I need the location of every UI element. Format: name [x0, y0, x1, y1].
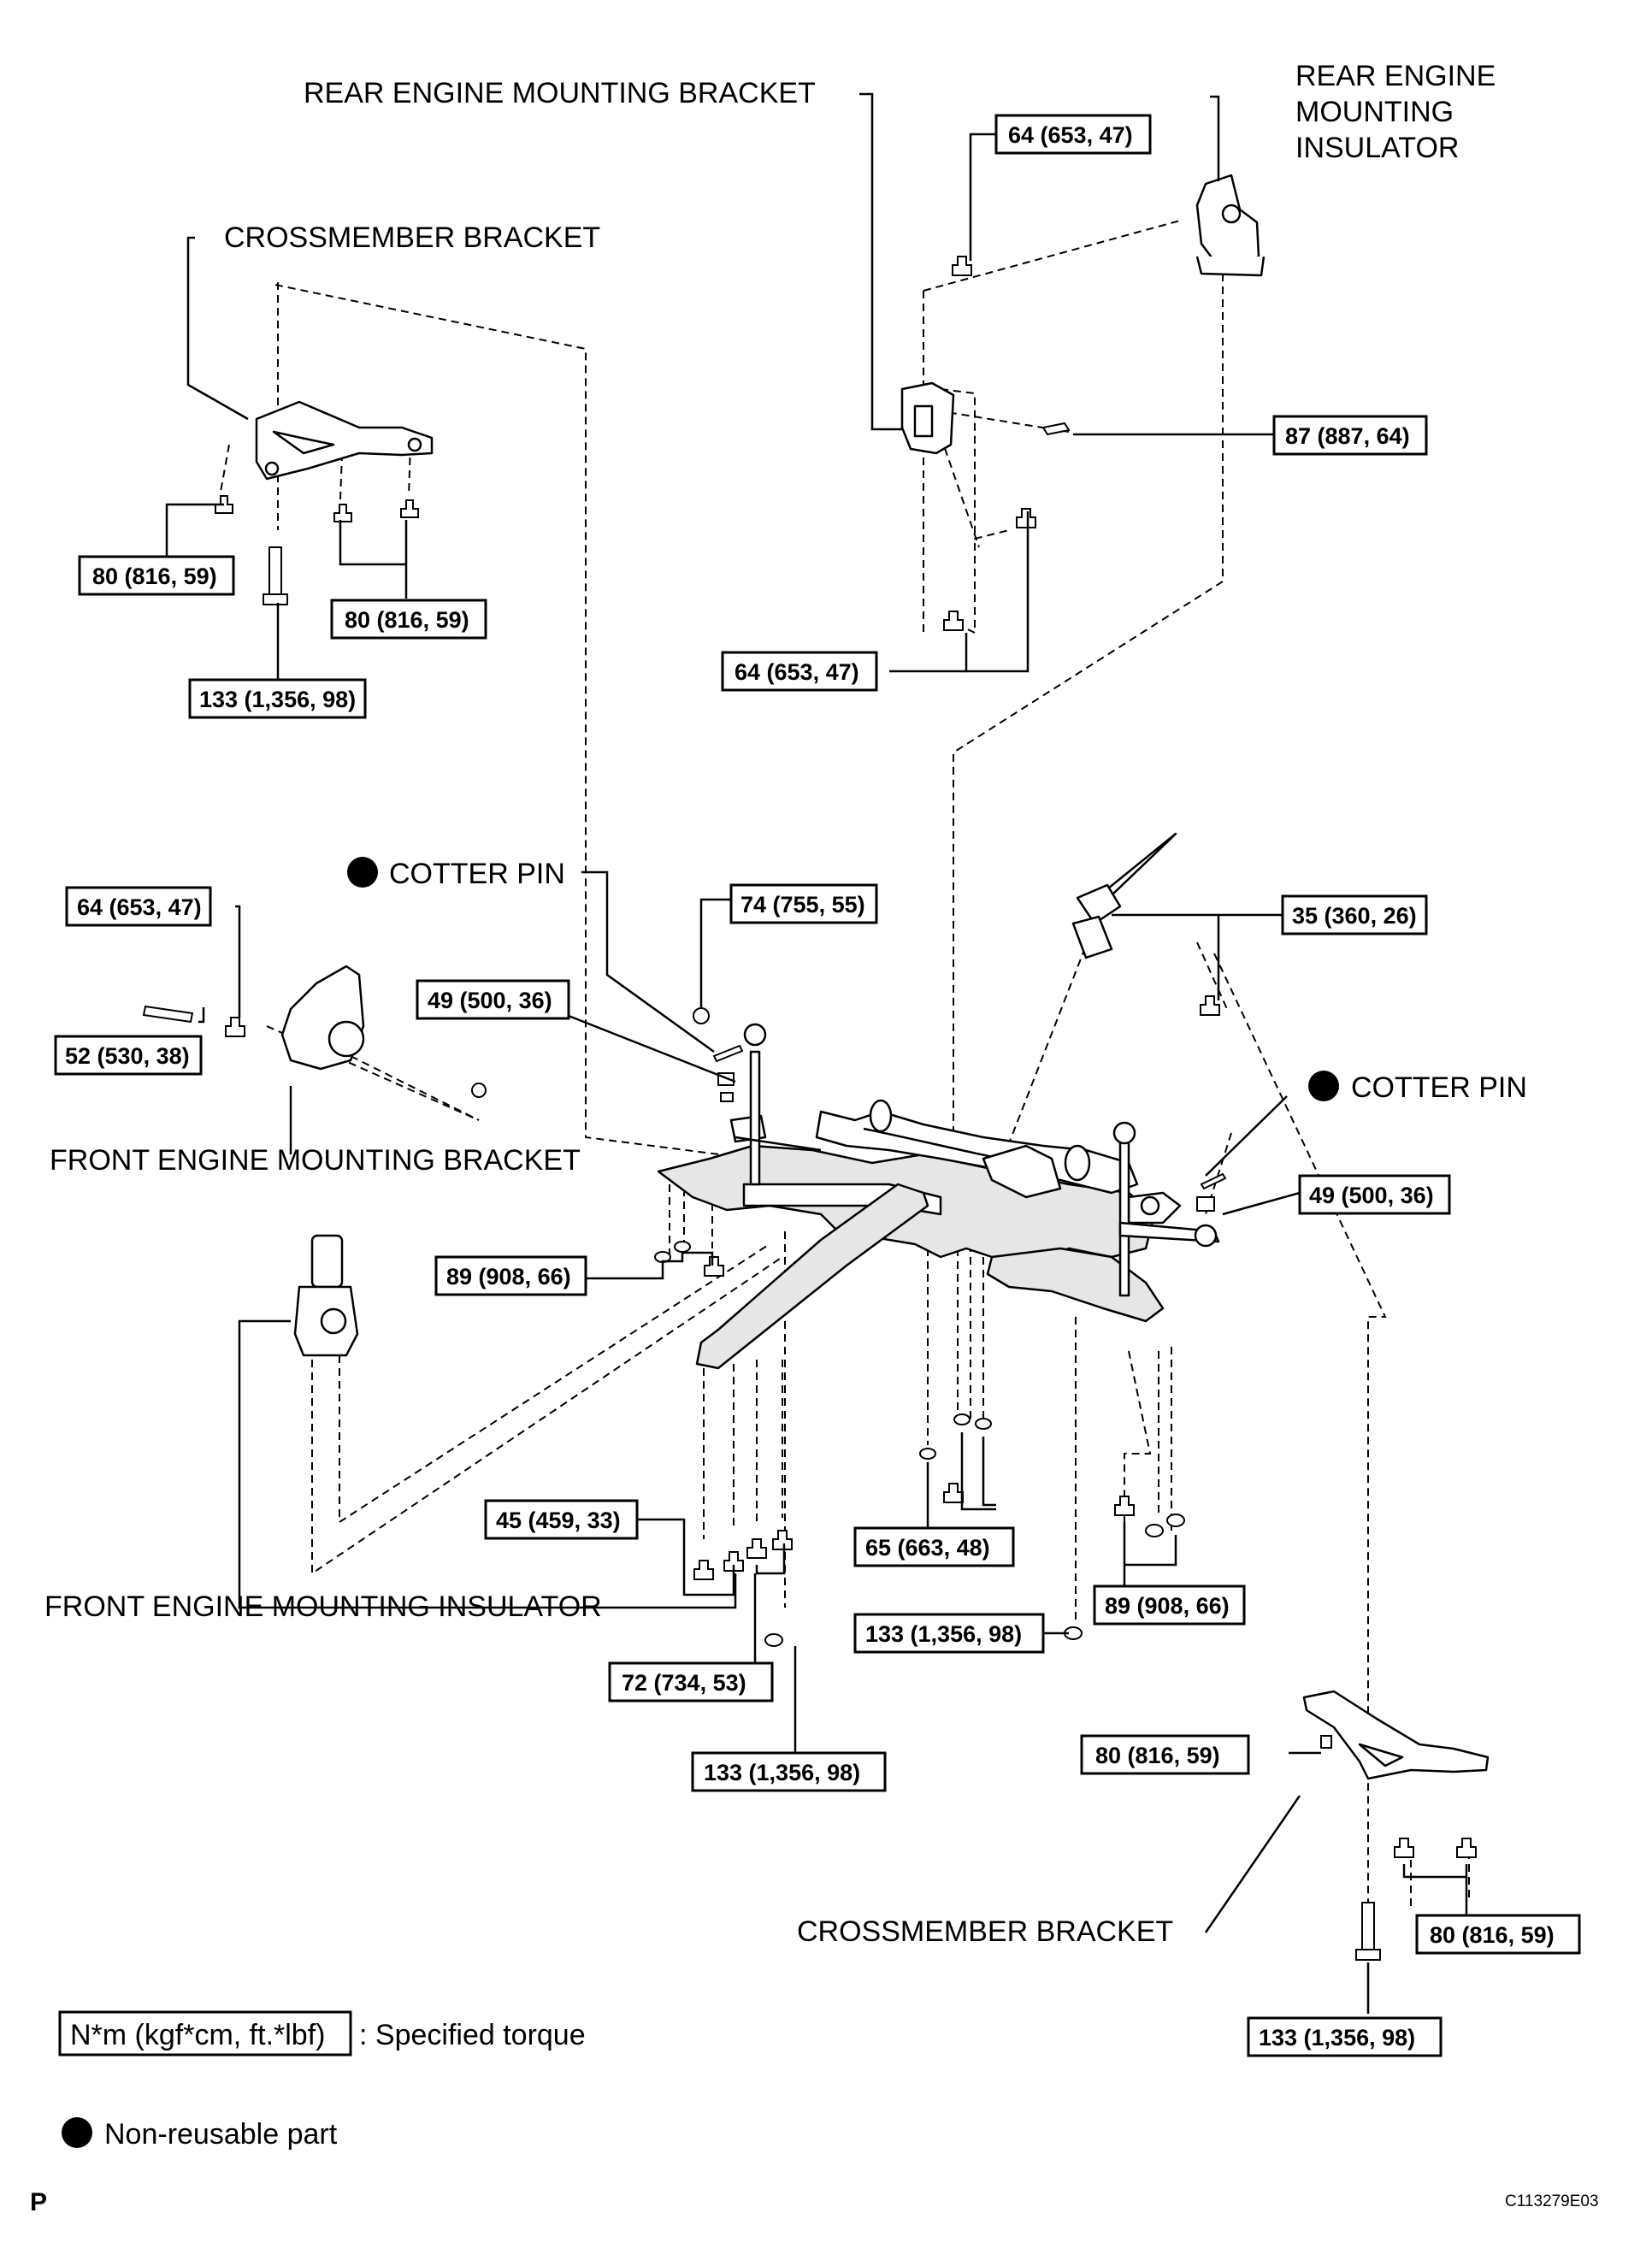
- torque-value: 64 (653, 47): [1008, 122, 1133, 148]
- torque-callout: 64 (653, 47): [994, 114, 1152, 155]
- torque-callout: 87 (887, 64): [1272, 415, 1428, 456]
- torque-value: 133 (1,356, 98): [865, 1621, 1022, 1647]
- torque-value: 45 (459, 33): [496, 1508, 621, 1533]
- front-suspension-crossmember-part: [657, 1023, 1220, 1370]
- torque-value: 80 (816, 59): [345, 607, 469, 633]
- label-cotter-pin-left: COTTER PIN: [389, 858, 565, 890]
- crossmember-bracket-bottom-part: [1302, 1690, 1490, 1961]
- lower-bolt-clusters: [654, 1241, 1185, 1647]
- torque-value: 49 (500, 36): [1309, 1183, 1434, 1208]
- legend-specified-torque: : Specified torque: [359, 2019, 586, 2051]
- torque-value: 49 (500, 36): [428, 988, 552, 1013]
- label-crossmember-bracket-bottom: CROSSMEMBER BRACKET: [797, 1915, 1173, 1948]
- label-crossmember-bracket-top: CROSSMEMBER BRACKET: [224, 221, 600, 254]
- top-left-bolts: [215, 495, 419, 605]
- torque-value: 35 (360, 26): [1292, 903, 1417, 929]
- torque-value: 74 (755, 55): [740, 892, 865, 918]
- torque-value: 89 (908, 66): [446, 1264, 571, 1289]
- torque-callout: 80 (816, 59): [1415, 1914, 1581, 1955]
- legend-unit-box: [58, 2010, 352, 2057]
- label-rear-engine-mounting-insulator-line2: MOUNTING: [1295, 96, 1454, 128]
- torque-callout: 133 (1,356, 98): [188, 678, 367, 719]
- torque-callout: 89 (908, 66): [1093, 1584, 1246, 1626]
- torque-callout: 133 (1,356, 98): [1247, 2016, 1443, 2057]
- torque-value: 89 (908, 66): [1105, 1593, 1230, 1619]
- rear-engine-mounting-bracket-part: [900, 381, 955, 455]
- label-front-engine-mounting-bracket: FRONT ENGINE MOUNTING BRACKET: [50, 1144, 581, 1177]
- torque-callout: 64 (653, 47): [65, 886, 212, 927]
- label-cotter-pin-right: COTTER PIN: [1351, 1071, 1527, 1104]
- steering-shaft-part: [1071, 832, 1220, 1016]
- torque-value: 64 (653, 47): [77, 894, 202, 920]
- legend: N*m (kgf*cm, ft.*lbf) : Specified torque…: [58, 2010, 586, 2151]
- torque-value: 80 (816, 59): [92, 564, 217, 589]
- torque-callout: 64 (653, 47): [721, 651, 878, 692]
- legend-non-reusable: Non-reusable part: [104, 2118, 338, 2151]
- torque-callout: 80 (816, 59): [78, 555, 235, 596]
- torque-callout: 133 (1,356, 98): [691, 1751, 887, 1792]
- torque-value: 64 (653, 47): [735, 659, 859, 685]
- torque-callout: 72 (734, 53): [608, 1661, 774, 1702]
- label-rear-engine-mounting-insulator-line3: INSULATOR: [1295, 132, 1459, 164]
- torque-callout: 52 (530, 38): [54, 1035, 203, 1076]
- torque-callout: 49 (500, 36): [1298, 1174, 1451, 1215]
- torque-callout: 45 (459, 33): [484, 1499, 639, 1540]
- non-reusable-marker-icon: [347, 857, 378, 888]
- non-reusable-marker-icon: [1308, 1071, 1339, 1101]
- torque-callout: 80 (816, 59): [1080, 1734, 1250, 1775]
- torque-callout: 74 (755, 55): [729, 883, 878, 924]
- torque-value: 133 (1,356, 98): [704, 1760, 860, 1785]
- torque-callout: 49 (500, 36): [416, 979, 570, 1020]
- alignment-dashes: [220, 220, 1470, 1941]
- torque-value: 80 (816, 59): [1095, 1743, 1220, 1768]
- torque-value: 133 (1,356, 98): [199, 687, 356, 712]
- leader-lines: [165, 92, 1468, 2014]
- torque-callout: 89 (908, 66): [434, 1255, 587, 1296]
- torque-value: 72 (734, 53): [622, 1670, 746, 1696]
- label-rear-engine-mounting-bracket: REAR ENGINE MOUNTING BRACKET: [304, 77, 816, 109]
- figure-code: C113279E03: [1505, 2192, 1599, 2210]
- legend-unit-label: N*m (kgf*cm, ft.*lbf): [70, 2019, 325, 2051]
- crossmember-bracket-top-part: [255, 400, 434, 481]
- rear-bracket-bolts: [943, 256, 1071, 631]
- page-letter: P: [30, 2188, 47, 2216]
- front-engine-mounting-bracket-part: [142, 965, 487, 1098]
- torque-callout: 80 (816, 59): [330, 599, 487, 640]
- torque-value: 52 (530, 38): [65, 1043, 190, 1069]
- torque-callout: 35 (360, 26): [1281, 894, 1428, 935]
- rear-engine-mounting-insulator-part: [1195, 174, 1266, 277]
- torque-callout: 133 (1,356, 98): [853, 1613, 1045, 1654]
- torque-value: 80 (816, 59): [1430, 1922, 1555, 1948]
- torque-value: 87 (887, 64): [1285, 423, 1410, 449]
- torque-callout: 65 (663, 48): [853, 1526, 1015, 1567]
- front-engine-mounting-insulator-part: [293, 1234, 359, 1357]
- label-front-engine-mounting-insulator: FRONT ENGINE MOUNTING INSULATOR: [44, 1590, 602, 1623]
- torque-value: 133 (1,356, 98): [1259, 2025, 1415, 2051]
- label-rear-engine-mounting-insulator-line1: REAR ENGINE: [1295, 60, 1496, 92]
- torque-value: 65 (663, 48): [865, 1535, 990, 1561]
- non-reusable-legend-icon: [62, 2117, 92, 2148]
